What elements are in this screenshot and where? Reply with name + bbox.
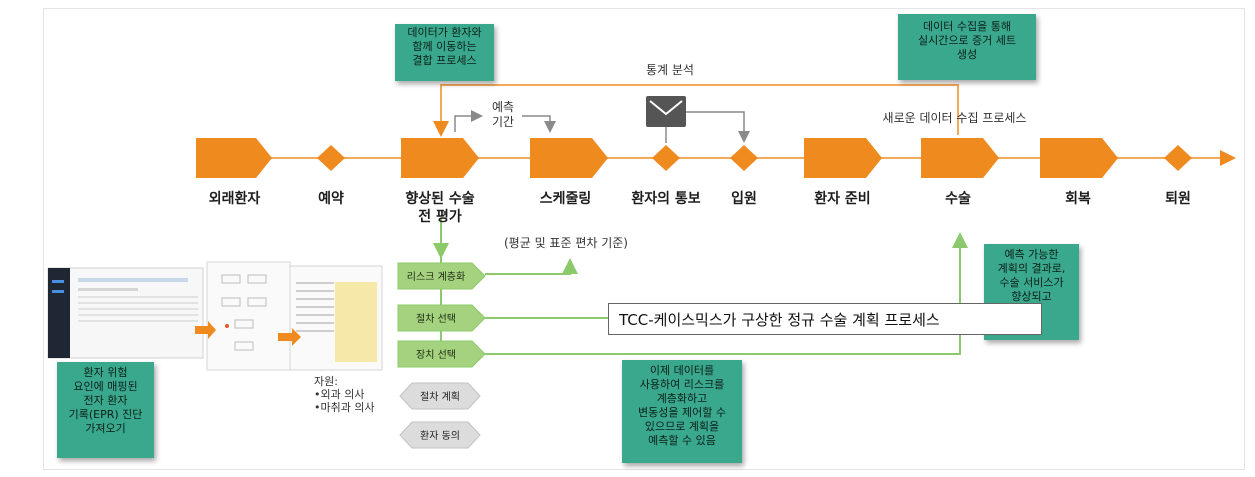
- prediction-connector-2: [522, 115, 556, 133]
- step-shape-recovery: [1040, 138, 1118, 178]
- epr-screenshot-2: [206, 261, 291, 371]
- note-epr-import: 환자 위험 요인에 매핑된 전자 환자 기록(EPR) 진단 가져오기: [57, 362, 154, 458]
- step-label-scheduling: 스케줄링: [539, 191, 592, 207]
- step-label-surgery: 수술: [945, 191, 971, 207]
- resources-label: 자원: •외과 의사 •마취과 의사: [314, 375, 375, 414]
- note-realtime-evidence: 데이터 수집을 통해 실시간으로 증거 세트 생성: [898, 14, 1036, 80]
- gray-step-consent-shape: [399, 421, 481, 449]
- step-shape-notify: [652, 145, 680, 171]
- step-shape-scheduling: [530, 138, 608, 178]
- step-label-recovery: 회복: [1065, 191, 1091, 207]
- envelope-icon: [646, 96, 686, 127]
- step-label-preop: 향상된 수술 전 평가: [405, 191, 475, 225]
- sub-step-device-label: 장치 선택: [416, 349, 456, 361]
- envelope-admit-line: [686, 111, 750, 143]
- epr-screenshot-1: [47, 267, 204, 359]
- sub-step-procedure-shape: [397, 304, 486, 332]
- step-label-admission: 입원: [731, 191, 757, 207]
- step-shape-discharge: [1164, 145, 1192, 171]
- stats-analysis-label: 통계 분석: [646, 63, 694, 77]
- gray-step-consent-label: 환자 동의: [420, 430, 460, 442]
- step-shape-admission: [730, 145, 758, 171]
- step-label-discharge: 퇴원: [1165, 191, 1191, 207]
- step-shape-booking: [317, 145, 345, 171]
- stats-loop: [433, 84, 959, 137]
- device-connector: [485, 232, 968, 355]
- risk-connector: [485, 258, 578, 275]
- mean-std-label: (평균 및 표준 편차 기준): [504, 236, 628, 250]
- note-stratify-risk: 이제 데이터를 사용하여 리스크를 계층화하고 변동성을 제어할 수 있으므로 …: [622, 360, 742, 463]
- sub-step-risk-label: 리스크 계층화: [407, 271, 465, 283]
- sub-step-procedure-label: 절차 선택: [416, 312, 456, 325]
- step-shape-surgery: [921, 138, 999, 178]
- sub-step-device-shape: [397, 340, 486, 368]
- step-shape-preop: [401, 138, 479, 178]
- prediction-connector: [454, 110, 483, 132]
- tooltip-caption: TCC-케이스믹스가 구상한 정규 수술 계획 프로세스: [608, 303, 1042, 335]
- epr-arrow-1: [195, 321, 216, 339]
- epr-arrow-2: [278, 328, 301, 346]
- prediction-period-label: 예측 기간: [491, 100, 515, 129]
- new-data-process-label: 새로운 데이터 수집 프로세스: [882, 111, 1027, 125]
- step-label-booking: 예약: [318, 191, 344, 207]
- step-shape-prep: [804, 138, 882, 178]
- step-shape-outpatient: [196, 138, 272, 178]
- epr-screenshot-3: [289, 265, 383, 371]
- note-combined-process: 데이터가 환자와 함께 이동하는 결합 프로세스: [395, 24, 494, 81]
- step-label-prep: 환자 준비: [814, 191, 871, 207]
- gray-step-planning-label: 절차 계획: [420, 390, 460, 403]
- sub-step-risk-shape: [397, 262, 486, 290]
- gray-step-planning-shape: [399, 382, 481, 410]
- step-label-outpatient: 외래환자: [208, 191, 261, 207]
- step-label-notify: 환자의 통보: [631, 191, 701, 207]
